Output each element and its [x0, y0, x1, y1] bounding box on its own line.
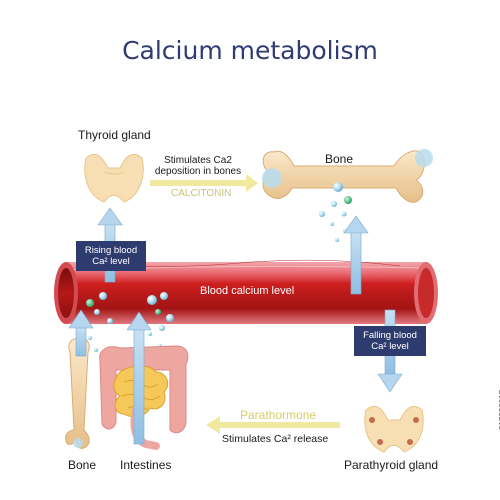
rising-blood-calcium-badge: Rising blood Ca² level — [76, 241, 146, 271]
arrow-icon — [68, 309, 94, 357]
diagram-title: Calcium metabolism — [122, 36, 378, 65]
calcitonin-label: CALCITONIN — [171, 188, 232, 199]
bone-bottom-label: Bone — [68, 458, 97, 472]
parathyroid-gland-label: Parathyroid gland — [344, 458, 439, 472]
arrow-icon — [206, 416, 340, 434]
stimulates-deposition-label: Stimulates Ca2 deposition in bones — [152, 155, 244, 177]
intestines-label: Intestines — [120, 458, 172, 472]
blood-calcium-level-label: Blood calcium level — [200, 285, 295, 297]
stimulates-release-label: Stimulates Ca² release — [222, 433, 329, 445]
stimulates-deposition-line1: Stimulates Ca2 — [164, 155, 232, 166]
arrow-icon — [126, 311, 152, 445]
parathyroid-gland-icon — [364, 405, 424, 453]
bone-icon — [262, 149, 433, 203]
blood-vessel-icon — [54, 259, 438, 324]
thyroid-gland-icon — [84, 153, 144, 203]
parathormone-label: Parathormone — [240, 408, 317, 422]
arrow-icon — [150, 174, 258, 192]
falling-line2: Ca² level — [371, 341, 409, 352]
falling-blood-calcium-badge: Falling blood Ca² level — [354, 326, 426, 356]
bone-icon — [65, 338, 90, 449]
stimulates-deposition-line2: deposition in bones — [154, 166, 242, 177]
thyroid-gland-label: Thyroid gland — [78, 128, 151, 142]
arrow-icon — [343, 215, 369, 295]
rising-line2: Ca² level — [92, 256, 130, 267]
rising-line1: Rising blood — [84, 245, 138, 256]
bone-top-label: Bone — [325, 152, 354, 166]
falling-line1: Falling blood — [363, 330, 417, 341]
